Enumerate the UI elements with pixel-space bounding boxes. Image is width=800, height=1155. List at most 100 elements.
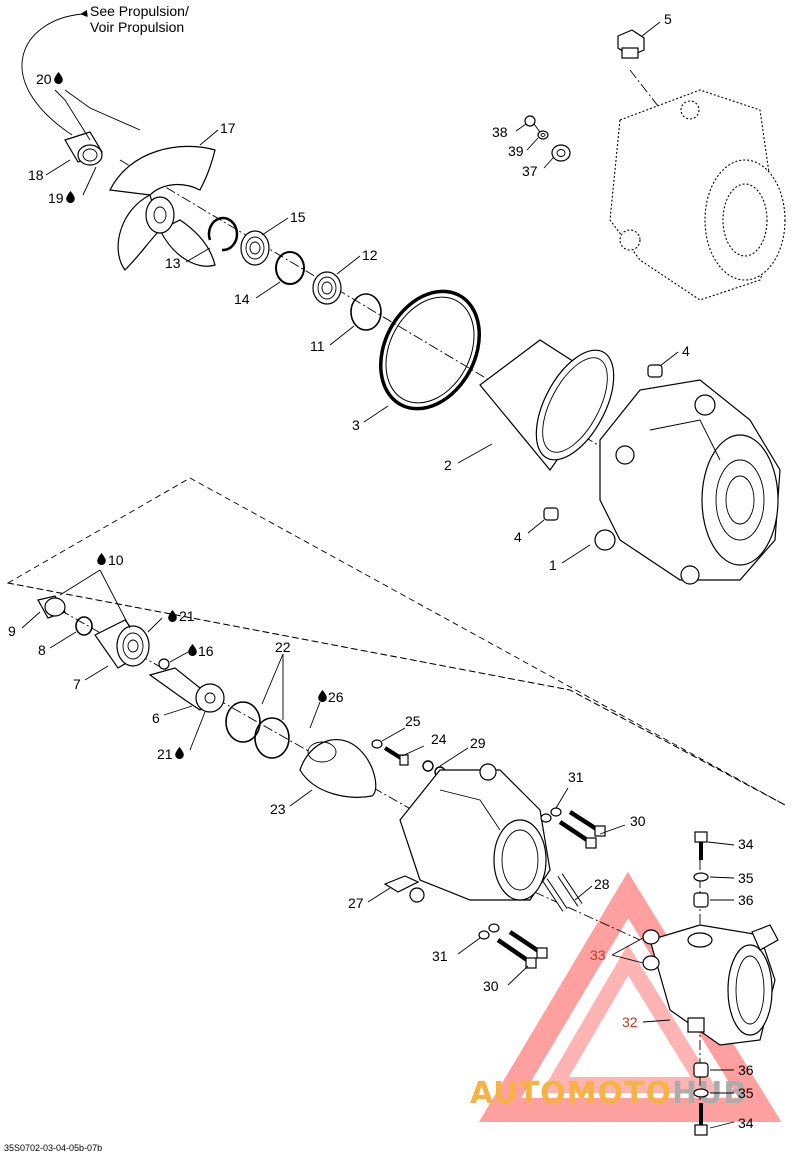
callout-35-upper: 35 bbox=[738, 870, 754, 886]
callout-26: 26 bbox=[328, 689, 344, 705]
part-4-cap-lower bbox=[543, 507, 559, 521]
part-6-shaft bbox=[148, 667, 225, 713]
part-30-bolts-upper bbox=[558, 810, 606, 849]
oil-drop-icon-10 bbox=[97, 553, 106, 565]
callout-13: 13 bbox=[165, 255, 181, 271]
part-17-impeller bbox=[109, 145, 216, 271]
callout-21-upper: 21 bbox=[179, 608, 195, 624]
note-line2: Voir Propulsion bbox=[90, 19, 184, 35]
oil-drop-icon-21a bbox=[168, 610, 177, 622]
part-36-bushing-upper bbox=[693, 892, 709, 908]
callout-37: 37 bbox=[522, 163, 538, 179]
part-11-oring bbox=[350, 293, 382, 331]
callout-33: 33 bbox=[590, 947, 606, 963]
oil-drop-icon-20 bbox=[54, 72, 63, 84]
callout-19: 19 bbox=[48, 190, 64, 206]
part-31-washers-upper bbox=[540, 807, 562, 823]
callout-28: 28 bbox=[594, 876, 610, 892]
leader-lines bbox=[21, 21, 735, 1129]
callout-24: 24 bbox=[431, 731, 447, 747]
callout-34-lower: 34 bbox=[738, 1115, 754, 1131]
part-36-bushing-lower bbox=[693, 1062, 709, 1078]
callout-17: 17 bbox=[220, 120, 236, 136]
callout-22: 22 bbox=[275, 639, 291, 655]
oil-drop-icon-19 bbox=[66, 191, 75, 203]
part-34-bolt-lower bbox=[694, 1103, 708, 1136]
oil-drop-icon-16 bbox=[188, 644, 197, 656]
callout-21-lower: 21 bbox=[157, 746, 173, 762]
part-27-tab bbox=[383, 875, 420, 893]
callout-20: 20 bbox=[36, 71, 52, 87]
callout-30-lower: 30 bbox=[483, 978, 499, 994]
callout-7: 7 bbox=[73, 676, 81, 692]
callout-6: 6 bbox=[152, 710, 160, 726]
part-3-wear-ring-seal bbox=[378, 289, 482, 411]
callout-5: 5 bbox=[664, 11, 672, 27]
watermark-part3: HUB bbox=[672, 1076, 747, 1111]
part-9-cap bbox=[37, 595, 66, 619]
callout-16: 16 bbox=[198, 643, 214, 659]
part-39-washer bbox=[537, 130, 549, 140]
callout-12: 12 bbox=[362, 247, 378, 263]
callout-18: 18 bbox=[28, 167, 44, 183]
note-line1: See Propulsion/ bbox=[90, 3, 189, 19]
callout-29: 29 bbox=[470, 735, 486, 751]
callout-39: 39 bbox=[508, 143, 524, 159]
part-15-seal bbox=[240, 230, 270, 266]
part-18-sleeve bbox=[64, 131, 103, 166]
callout-4-lower: 4 bbox=[514, 529, 522, 545]
venturi-housing bbox=[399, 763, 551, 903]
callout-31-upper: 31 bbox=[568, 769, 584, 785]
part-2-wear-ring bbox=[479, 339, 615, 471]
part-13-circlip bbox=[207, 216, 239, 252]
callout-35-lower: 35 bbox=[738, 1085, 754, 1101]
watermark-part1: AUTO bbox=[470, 1076, 567, 1111]
callout-36-lower: 36 bbox=[738, 1062, 754, 1078]
callout-36-upper: 36 bbox=[738, 892, 754, 908]
part-7-bearing bbox=[94, 619, 150, 669]
callout-25: 25 bbox=[405, 713, 421, 729]
part-12-bearing bbox=[312, 271, 342, 305]
callout-30-upper: 30 bbox=[630, 813, 646, 829]
part-30-bolts-lower bbox=[496, 930, 548, 969]
callout-2: 2 bbox=[444, 457, 452, 473]
callout-23: 23 bbox=[270, 801, 286, 817]
part-28-pins bbox=[542, 873, 583, 912]
part-16-ring bbox=[158, 658, 170, 670]
callout-31-lower: 31 bbox=[432, 948, 448, 964]
steering-nozzle bbox=[649, 924, 779, 1046]
callout-34-upper: 34 bbox=[738, 836, 754, 852]
part-37-grommet bbox=[551, 144, 571, 162]
part-23-cone bbox=[299, 739, 377, 798]
callout-38: 38 bbox=[492, 124, 508, 140]
oil-drop-icon-21b bbox=[175, 747, 184, 759]
callout-27: 27 bbox=[348, 895, 364, 911]
ghost-housing bbox=[609, 89, 786, 301]
callout-32: 32 bbox=[622, 1014, 638, 1030]
drawing-code: 35S0702-03-04-05b-07b bbox=[4, 1143, 102, 1153]
callout-8: 8 bbox=[38, 642, 46, 658]
callout-10: 10 bbox=[108, 552, 124, 568]
svg-text:AUTOMOTOHUB: AUTOMOTOHUB bbox=[470, 1076, 747, 1111]
part-38-screw bbox=[524, 115, 541, 133]
part-31-washers-lower bbox=[478, 923, 500, 940]
part-5-plug bbox=[617, 29, 645, 59]
part-8-oring bbox=[75, 616, 93, 636]
part-24-screw bbox=[383, 746, 409, 766]
callout-15: 15 bbox=[290, 209, 306, 225]
callout-14: 14 bbox=[234, 291, 250, 307]
callouts: 5 38 39 37 20 17 18 19 15 13 12 14 11 3 … bbox=[8, 11, 754, 1131]
part-34-bolt-upper bbox=[694, 831, 708, 860]
watermark-part2: MOTO bbox=[567, 1076, 672, 1111]
part-35-washer-lower bbox=[693, 1088, 709, 1098]
part-22-orings bbox=[225, 701, 290, 759]
part-14-ring bbox=[275, 251, 305, 285]
part-35-washer-upper bbox=[693, 872, 709, 882]
see-propulsion-note: See Propulsion/ Voir Propulsion bbox=[21, 3, 189, 136]
callout-4-upper: 4 bbox=[682, 343, 690, 359]
part-1-pump-housing bbox=[594, 379, 781, 585]
callout-9: 9 bbox=[8, 623, 16, 639]
part-4-cap-upper bbox=[647, 364, 663, 378]
callout-3: 3 bbox=[352, 417, 360, 433]
